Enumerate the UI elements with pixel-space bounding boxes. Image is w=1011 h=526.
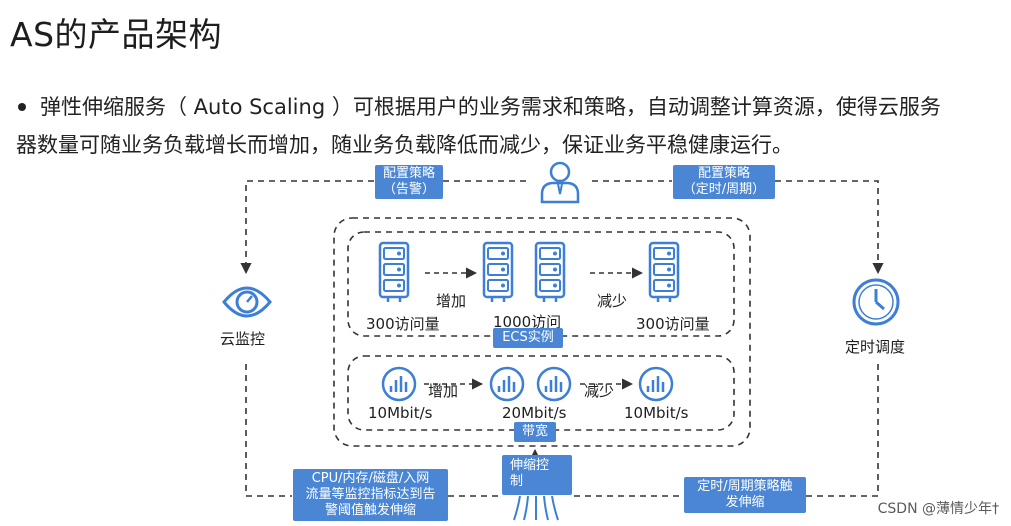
policy-timed-line2: （定时/周期） [682,182,766,197]
timed-trigger-box[interactable]: 定时/周期策略触 发伸缩 [684,477,806,513]
scaling-control-box[interactable]: 伸缩控 制 [502,455,572,495]
server-icon [648,241,680,304]
bullet-dot [18,102,26,111]
policy-timed-box[interactable]: 配置策略 （定时/周期） [673,165,775,199]
scaling-control-line1: 伸缩控 [510,458,550,473]
alarm-trigger-line2: 流量等监控指标达到告 [305,487,436,502]
description-line-1: 弹性伸缩服务（ Auto Scaling ）可根据用户的业务需求和策略，自动调整… [40,95,941,119]
ecs-middle-count: 1000访问 [493,313,562,331]
bandwidth-icon [536,366,572,402]
policy-alarm-line2: （告警） [382,182,435,197]
scaling-fan-lines [513,495,559,521]
ecs-left-count: 300访问量 [366,315,440,333]
resource-outer-container [333,217,751,447]
bandwidth-left-value: 10Mbit/s [368,404,433,422]
bandwidth-middle-value: 20Mbit/s [502,404,567,422]
server-icon [534,241,566,304]
cloud-monitor-label: 云监控 [220,330,266,348]
clock-icon [852,278,900,326]
timed-trigger-line1: 定时/周期策略触 [697,479,793,494]
bandwidth-right-value: 10Mbit/s [624,404,689,422]
policy-timed-line1: 配置策略 [697,166,750,181]
ecs-decrease-label: 减少 [597,292,628,310]
server-icon [378,241,410,304]
alarm-trigger-line3: 警阈值触发伸缩 [324,503,416,518]
bandwidth-badge: 带宽 [514,422,556,442]
ecs-right-count: 300访问量 [636,315,710,333]
user-icon [540,161,580,204]
timed-schedule-label: 定时调度 [845,338,906,356]
description-paragraph: 弹性伸缩服务（ Auto Scaling ）可根据用户的业务需求和策略，自动调整… [16,88,1006,164]
alarm-trigger-box[interactable]: CPU/内存/磁盘/入网 流量等监控指标达到告 警阈值触发伸缩 [293,469,448,521]
eye-icon [222,286,272,318]
server-icon [482,241,514,304]
description-line-2: 器数量可随业务负载增长而增加，随业务负载降低而减少，保证业务平稳健康运行。 [16,133,793,157]
ecs-instance-badge: ECS实例 [493,328,563,348]
alarm-trigger-line1: CPU/内存/磁盘/入网 [311,471,430,486]
bandwidth-icon [638,366,674,402]
bandwidth-container [347,355,735,431]
bandwidth-increase-label: 增加 [428,382,459,400]
watermark: CSDN @薄情少年† [877,501,999,517]
timed-trigger-line2: 发伸缩 [725,495,765,510]
page-title: AS的产品架构 [10,15,223,54]
ecs-increase-label: 增加 [436,292,467,310]
scaling-control-line2: 制 [510,474,524,489]
policy-alarm-line1: 配置策略 [382,166,435,181]
policy-alarm-box[interactable]: 配置策略 （告警） [375,165,443,199]
bandwidth-decrease-label: 减少 [584,382,615,400]
bandwidth-icon [381,366,417,402]
bandwidth-icon [489,366,525,402]
